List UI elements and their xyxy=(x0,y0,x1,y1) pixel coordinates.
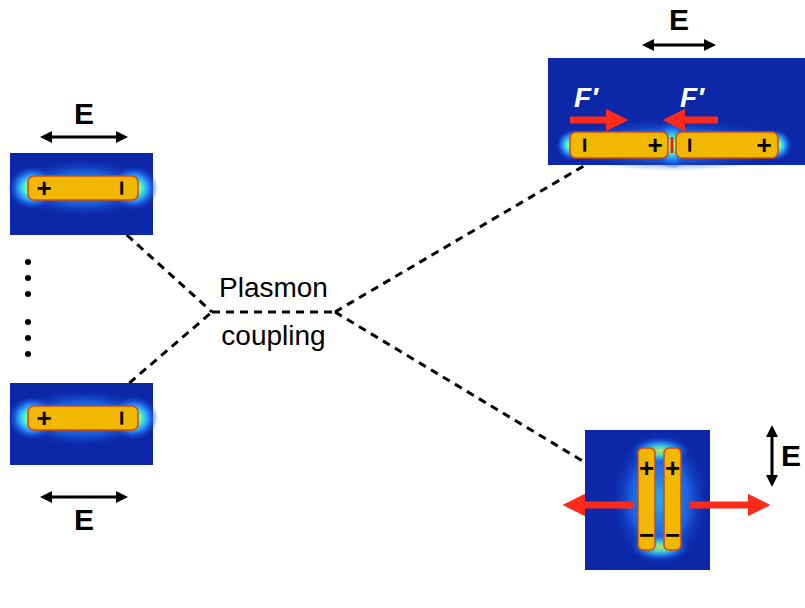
field-arrow xyxy=(52,136,116,139)
field-label: E xyxy=(781,441,801,471)
field-map xyxy=(8,153,158,235)
charge-sign: − xyxy=(572,137,598,152)
field-map xyxy=(548,58,805,171)
force-arrow xyxy=(585,502,634,509)
field-map-panel: +− xyxy=(10,383,153,465)
force-arrow xyxy=(690,502,748,509)
field-arrow xyxy=(771,437,774,475)
coupling-label: Plasmon coupling xyxy=(215,268,332,356)
charge-sign: − xyxy=(109,180,135,195)
force-label: F′ xyxy=(574,84,598,112)
dashed-connector xyxy=(335,312,585,462)
field-arrow xyxy=(52,496,116,499)
field-label: E xyxy=(74,505,94,535)
force-arrow xyxy=(570,117,606,124)
charge-sign: − xyxy=(665,522,680,548)
field-map xyxy=(585,430,710,570)
charge-sign: + xyxy=(647,132,662,158)
field-map-panel: +− xyxy=(10,153,153,235)
charge-sign: + xyxy=(665,455,680,481)
field-arrow xyxy=(654,44,704,47)
dashed-connector xyxy=(129,312,212,383)
force-arrow xyxy=(685,117,718,124)
field-label: E xyxy=(669,5,689,35)
charge-sign: + xyxy=(36,175,51,201)
field-map-panel: + + −− xyxy=(585,430,710,570)
dashed-connector xyxy=(335,165,585,312)
charge-sign: − xyxy=(109,410,135,425)
field-map xyxy=(8,383,158,465)
charge-sign: + xyxy=(639,455,654,481)
field-label: E xyxy=(74,99,94,129)
charge-sign: + xyxy=(756,132,771,158)
dashed-connector xyxy=(127,235,212,312)
ellipsis-dots xyxy=(25,259,31,357)
coupling-text: coupling xyxy=(219,320,328,352)
charge-sign: − xyxy=(639,522,654,548)
charge-sign: − xyxy=(677,137,703,152)
junction-line xyxy=(212,311,335,314)
force-label: F′ xyxy=(680,84,704,112)
charge-sign: + xyxy=(36,405,51,431)
coupling-text: Plasmon xyxy=(219,272,328,304)
